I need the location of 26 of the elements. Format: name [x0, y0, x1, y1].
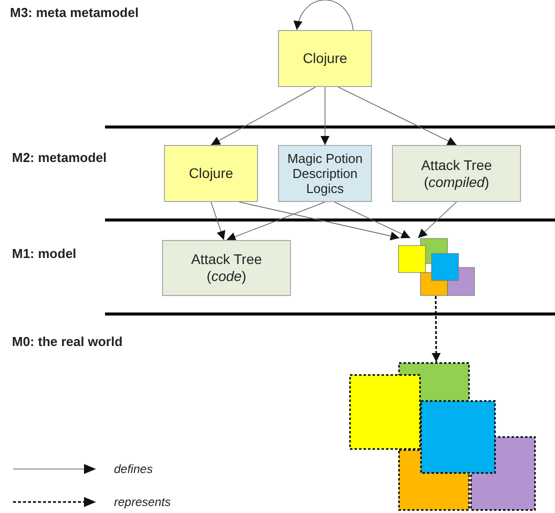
arrow [238, 202, 400, 240]
arrow [418, 202, 457, 238]
legend-text: defines [114, 461, 153, 478]
model-box [164, 145, 258, 202]
model-box [162, 240, 291, 296]
arrow [226, 202, 326, 241]
arrow [432, 296, 441, 362]
arrow [338, 86, 457, 146]
arrow [210, 202, 226, 240]
box-label: Attack Tree (compiled) [420, 156, 493, 190]
box-label: Clojure [188, 165, 234, 182]
layer-heading: M2: metamodel [12, 149, 107, 167]
arrow [210, 86, 316, 146]
box-label: Attack Tree (code) [190, 251, 263, 285]
model-box [278, 145, 372, 202]
layer-heading: M0: the real world [12, 333, 123, 351]
arrow [334, 202, 411, 238]
layer-heading: M3: meta metamodel [10, 4, 139, 22]
box-label: Clojure [302, 50, 348, 67]
legend-text: represents [114, 494, 171, 511]
layer-heading: M1: model [12, 245, 76, 263]
model-box [392, 145, 521, 202]
arrow [294, 0, 354, 30]
box-label: Magic Potion Description Logics [286, 151, 364, 196]
arrow [320, 86, 330, 146]
model-box [278, 30, 372, 87]
